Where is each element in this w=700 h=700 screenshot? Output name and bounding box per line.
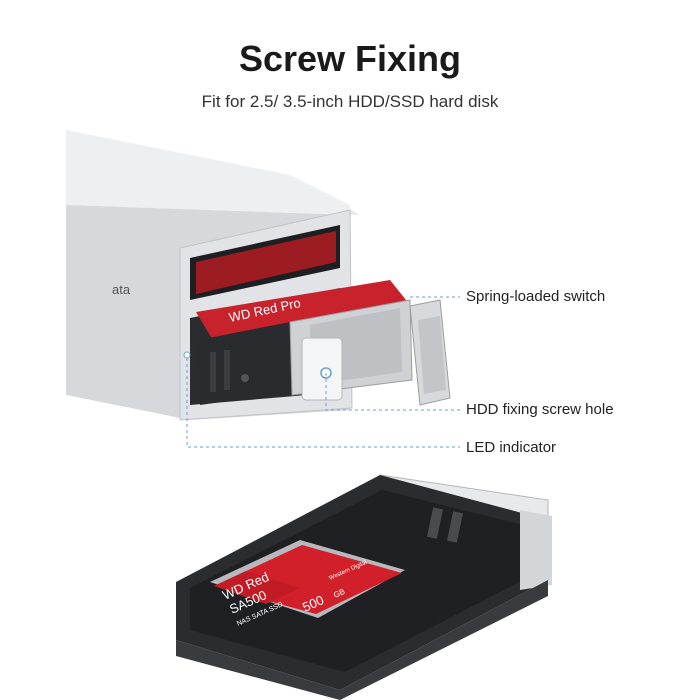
- enclosure-brand: ata: [112, 282, 131, 297]
- callout-screw-hole: HDD fixing screw hole: [466, 401, 614, 418]
- ssd-capacity-unit: GB: [332, 587, 346, 600]
- callout-led: LED indicator: [466, 439, 557, 456]
- callout-spring-switch: Spring-loaded switch: [466, 288, 606, 305]
- page-subtitle: Fit for 2.5/ 3.5-inch HDD/SSD hard disk: [201, 92, 499, 111]
- page-title: Screw Fixing: [238, 38, 462, 79]
- ssd-drive: WD Red SA500 NAS SATA SSD 500 GB Western…: [210, 540, 405, 628]
- spring-door: [409, 299, 451, 406]
- drive-sled: [198, 322, 292, 405]
- sled-bracket: [289, 299, 413, 401]
- callout-lines: [186, 296, 460, 448]
